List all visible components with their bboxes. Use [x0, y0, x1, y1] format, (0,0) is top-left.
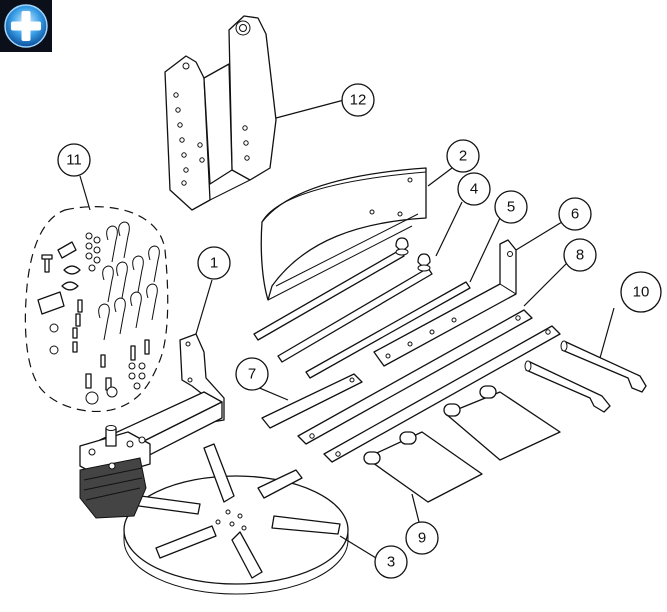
part-7-short-strap — [261, 373, 363, 429]
svg-text:2: 2 — [459, 148, 467, 165]
part-4-shield-rods — [253, 237, 433, 363]
svg-text:6: 6 — [571, 206, 579, 223]
app-badge[interactable] — [0, 0, 52, 52]
part-6-angle-brace — [373, 239, 517, 367]
callout-8: 8 — [563, 238, 597, 272]
callout-7: 7 — [235, 357, 269, 391]
callout-2: 2 — [446, 139, 480, 173]
callout-11: 11 — [57, 143, 91, 177]
svg-text:10: 10 — [633, 284, 650, 301]
bolts — [41, 254, 150, 391]
nuts-and-washers — [49, 232, 146, 405]
callout-3: 3 — [374, 545, 408, 579]
part-8-long-straps — [297, 309, 561, 463]
svg-text:4: 4 — [470, 181, 478, 198]
part-3-spinner-disc — [123, 443, 349, 595]
callout-6: 6 — [558, 197, 592, 231]
svg-text:1: 1 — [210, 255, 218, 272]
svg-text:8: 8 — [576, 247, 584, 264]
callout-5: 5 — [494, 190, 528, 224]
part-5-support-rod — [305, 281, 471, 379]
pto-brackets — [37, 241, 81, 315]
svg-text:7: 7 — [248, 366, 256, 383]
callout-9: 9 — [405, 521, 439, 555]
svg-text:11: 11 — [66, 152, 82, 169]
callout-4: 4 — [457, 172, 491, 206]
part-11-hardware-kit — [24, 206, 169, 413]
callout-10: 10 — [620, 271, 662, 313]
svg-text:9: 9 — [418, 530, 426, 547]
part-9-rubber-flaps — [363, 385, 561, 503]
callout-12: 12 — [341, 83, 375, 117]
svg-text:12: 12 — [350, 92, 367, 109]
part-12-upright-bracket — [164, 15, 277, 211]
part-2-deflector-shield — [260, 167, 427, 301]
part-10-bent-tubes — [524, 340, 647, 413]
callout-1: 1 — [197, 246, 231, 280]
add-plus-icon — [4, 4, 48, 48]
svg-text:5: 5 — [507, 199, 515, 216]
svg-text:3: 3 — [387, 554, 395, 571]
hitch-pins — [98, 221, 160, 341]
part-1-gearbox-mount — [79, 333, 225, 519]
